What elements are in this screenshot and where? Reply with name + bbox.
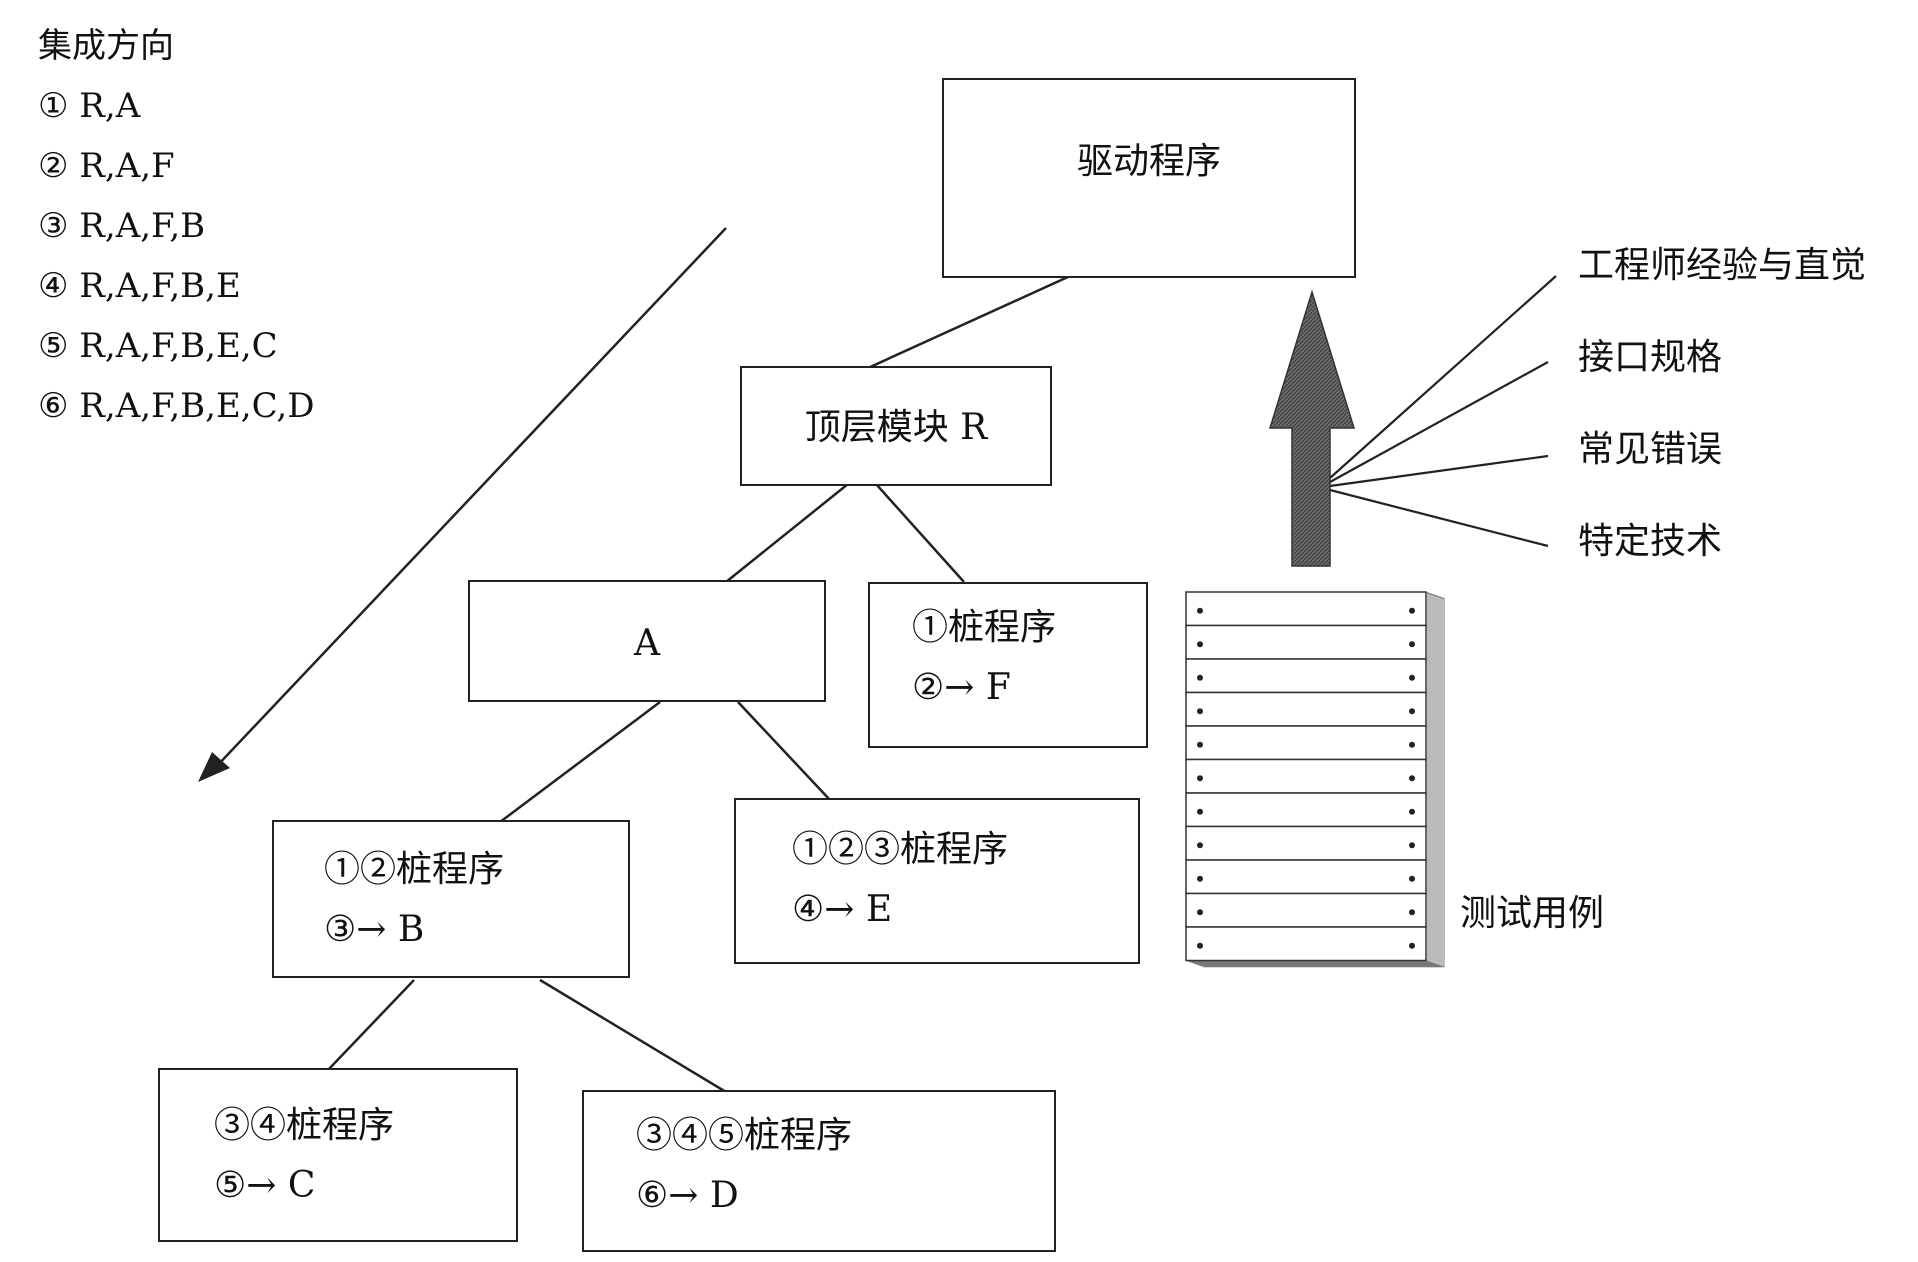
sheet-hole	[1197, 674, 1203, 681]
test-cases-label: 测试用例	[1460, 893, 1605, 934]
source-line-experience	[1329, 275, 1557, 479]
sheet-hole	[1197, 875, 1203, 882]
source-label-techniques: 特定技术	[1578, 521, 1723, 562]
sheet-hole	[1409, 641, 1415, 648]
test-case-sheet	[1185, 892, 1427, 928]
connector-a-b	[499, 701, 661, 823]
legend-step-2: ② R,A,F	[38, 146, 175, 186]
stub-f-line1: ①桩程序	[912, 607, 1057, 648]
connector-driver-r	[867, 274, 1071, 370]
legend-step-5: ⑤ R,A,F,B,E,C	[38, 326, 278, 366]
driver-label: 驱动程序	[1076, 141, 1221, 182]
stub-b-box: ①②桩程序 ③→ B	[272, 820, 630, 978]
stub-d-line1: ③④⑤桩程序	[636, 1115, 853, 1156]
test-case-sheet	[1185, 859, 1427, 895]
test-case-sheet	[1185, 926, 1427, 962]
integration-direction-arrow	[198, 227, 727, 782]
sheet-hole	[1197, 909, 1203, 916]
stub-b-line2: ③→ B	[324, 909, 425, 950]
sheet-hole	[1197, 607, 1203, 614]
sheet-hole	[1409, 741, 1415, 748]
sheet-hole	[1197, 942, 1203, 949]
legend-title: 集成方向	[38, 26, 174, 66]
module-a-label: A	[634, 623, 660, 664]
stub-d-line2: ⑥→ D	[636, 1175, 739, 1216]
connector-b-d	[539, 978, 727, 1094]
sheet-hole	[1409, 775, 1415, 782]
test-case-sheet	[1185, 624, 1427, 660]
legend-step-6: ⑥ R,A,F,B,E,C,D	[38, 386, 315, 426]
sheet-hole	[1197, 775, 1203, 782]
stub-c-line2: ⑤→ C	[214, 1165, 316, 1206]
test-case-sheet	[1185, 825, 1427, 861]
sheet-hole	[1409, 607, 1415, 614]
test-case-sheet-stack	[1185, 591, 1445, 968]
sheet-hole	[1409, 808, 1415, 815]
test-case-sheet	[1185, 758, 1427, 794]
stub-c-line1: ③④桩程序	[214, 1105, 395, 1146]
module-a-box: A	[468, 580, 826, 702]
sheet-hole	[1409, 708, 1415, 715]
test-case-sheet	[1185, 792, 1427, 828]
sheet-hole	[1197, 808, 1203, 815]
stub-f-line2: ②→ F	[912, 667, 1011, 708]
legend-step-4: ④ R,A,F,B,E	[38, 266, 241, 306]
sheet-hole	[1409, 942, 1415, 949]
legend-step-1: ① R,A	[38, 86, 141, 126]
test-case-sheet	[1185, 725, 1427, 761]
tree-connectors	[327, 274, 1071, 1094]
source-label-experience: 工程师经验与直觉	[1578, 245, 1867, 286]
top-module-box: 顶层模块 R	[740, 366, 1052, 486]
test-case-sheet	[1185, 691, 1427, 727]
source-label-interface: 接口规格	[1578, 337, 1723, 378]
stub-b-line1: ①②桩程序	[324, 849, 505, 890]
stub-e-line2: ④→ E	[792, 889, 893, 930]
sheet-hole	[1409, 909, 1415, 916]
connector-r-a	[725, 483, 849, 583]
stub-d-box: ③④⑤桩程序 ⑥→ D	[582, 1090, 1056, 1252]
stub-f-box: ①桩程序 ②→ F	[868, 582, 1148, 748]
source-line-techniques	[1329, 488, 1549, 548]
integration-legend: 集成方向 ① R,A ② R,A,F ③ R,A,F,B ④ R,A,F,B,E…	[38, 16, 398, 436]
test-case-sheet	[1185, 591, 1427, 627]
stub-c-box: ③④桩程序 ⑤→ C	[158, 1068, 518, 1242]
connector-a-e	[737, 701, 831, 801]
connector-r-f	[875, 483, 965, 583]
legend-step-3: ③ R,A,F,B	[38, 206, 206, 246]
sheet-hole	[1197, 641, 1203, 648]
sheet-hole	[1409, 842, 1415, 849]
test-case-sheet	[1185, 658, 1427, 694]
top-module-label: 顶层模块 R	[804, 407, 988, 448]
sheet-hole	[1409, 875, 1415, 882]
sheet-hole	[1197, 741, 1203, 748]
test-source-lines	[1329, 275, 1557, 548]
driver-box: 驱动程序	[942, 78, 1356, 278]
source-line-common-errors	[1329, 454, 1549, 488]
stub-e-box: ①②③桩程序 ④→ E	[734, 798, 1140, 964]
stub-e-line1: ①②③桩程序	[792, 829, 1009, 870]
source-line-interface	[1329, 361, 1549, 483]
big-up-arrow	[1268, 289, 1356, 567]
sheet-hole	[1409, 674, 1415, 681]
source-label-common-errors: 常见错误	[1578, 429, 1723, 470]
connector-b-c	[327, 979, 415, 1071]
sheet-hole	[1197, 708, 1203, 715]
sheet-hole	[1197, 842, 1203, 849]
